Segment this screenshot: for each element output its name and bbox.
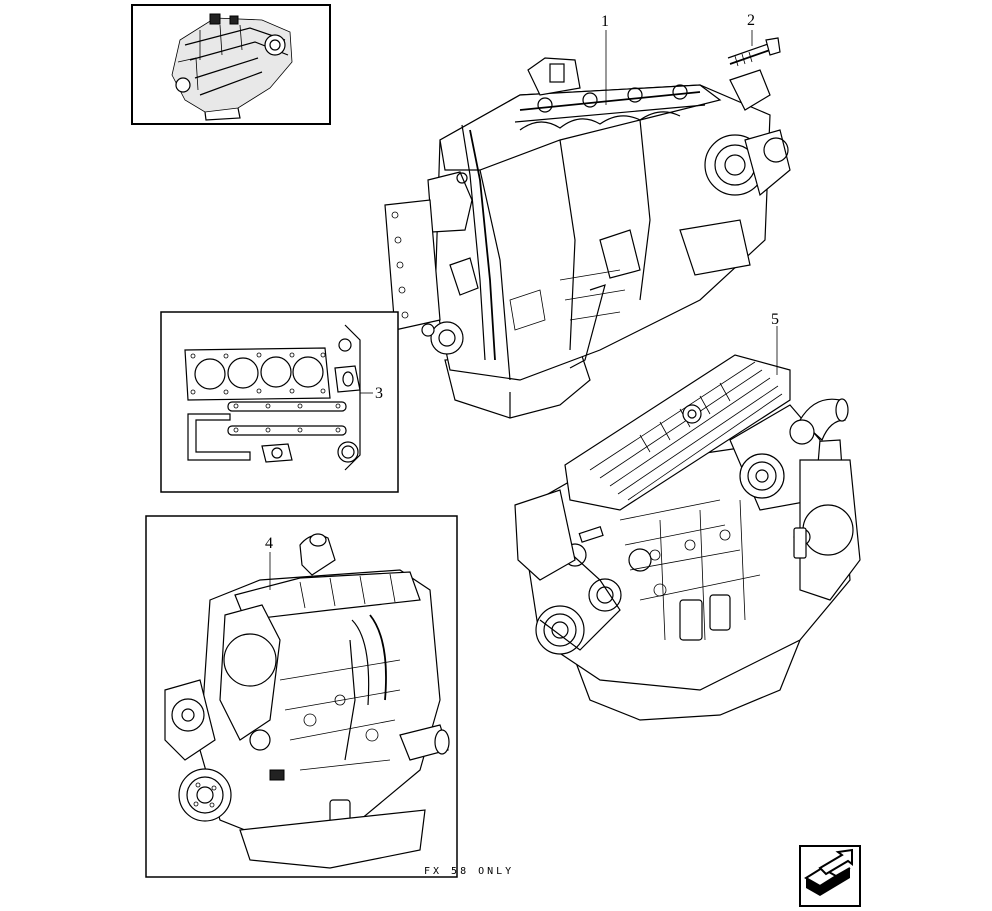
next-page-arrow-icon[interactable] [799, 845, 861, 907]
callout-4: 4 [265, 535, 273, 552]
oval-gasket [334, 365, 361, 393]
footer-note: FX 58 ONLY [424, 866, 514, 877]
engine-frame-4 [145, 515, 458, 878]
strip-gaskets [227, 401, 347, 436]
callout-2: 2 [747, 12, 755, 29]
thumbnail-engine [171, 13, 293, 121]
callout-5: 5 [771, 311, 779, 328]
o-ring-small [338, 338, 352, 352]
head-gasket [184, 347, 331, 401]
gasket-kit-frame [160, 311, 399, 493]
kit-bracket [344, 324, 361, 471]
engine-assembly-1 [384, 57, 791, 419]
callout-3: 3 [375, 385, 383, 402]
bolt-part [727, 37, 781, 67]
l-shaped-gasket [187, 413, 251, 461]
flange-gasket [261, 443, 293, 463]
o-ring-large [337, 441, 359, 463]
engine-assembly-5 [514, 354, 861, 721]
callout-1: 1 [601, 13, 609, 30]
thumbnail-frame [131, 4, 331, 125]
